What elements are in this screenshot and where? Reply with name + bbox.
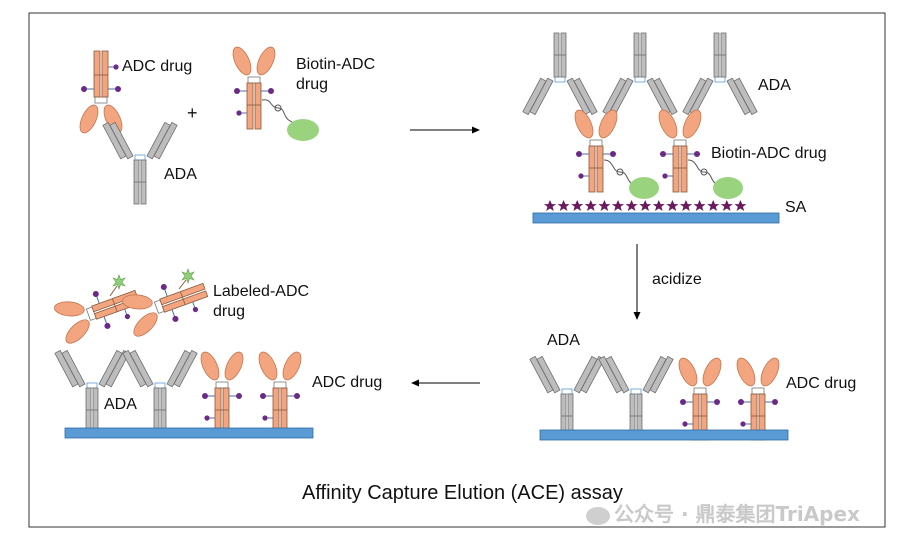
streptavidin-star bbox=[598, 200, 611, 211]
figure-caption: Affinity Capture Elution (ACE) assay bbox=[302, 482, 623, 504]
streptavidin-star bbox=[707, 200, 720, 211]
streptavidin-star bbox=[666, 200, 679, 211]
adc-drug-free bbox=[75, 50, 127, 137]
wechat-icon bbox=[586, 506, 610, 525]
label-biotin-adc-1: Biotin-ADC bbox=[296, 56, 376, 73]
label-adc-drug: ADC drug bbox=[122, 58, 193, 75]
biotin-adc-free bbox=[228, 43, 319, 141]
label-ada-bottom-right: ADA bbox=[547, 332, 580, 349]
ada-free bbox=[102, 122, 178, 205]
label-ada-bottom-left: ADA bbox=[104, 396, 137, 413]
label-labeled-adc-2: drug bbox=[213, 303, 246, 320]
streptavidin-star bbox=[693, 200, 706, 211]
streptavidin-star bbox=[612, 200, 624, 211]
figure-frame bbox=[28, 12, 886, 528]
label-biotin-adc-drug: Biotin-ADC drug bbox=[711, 145, 827, 162]
plate-top bbox=[532, 212, 780, 224]
biotin-adc-captured-group bbox=[570, 106, 743, 199]
streptavidin-star bbox=[734, 200, 747, 211]
watermark-text: 公众号 · 鼎泰集团TriApex bbox=[614, 502, 860, 526]
label-adc-drug-bottom-left: ADC drug bbox=[312, 374, 383, 391]
streptavidin-star bbox=[557, 200, 570, 211]
streptavidin-star bbox=[639, 200, 652, 211]
label-ada-top-right: ADA bbox=[758, 77, 791, 94]
arrow-step1 bbox=[410, 126, 480, 134]
label-ada-top-left: ADA bbox=[164, 166, 197, 183]
label-acidize: acidize bbox=[652, 271, 702, 288]
plate-bottom-right bbox=[539, 429, 789, 441]
label-sa: SA bbox=[785, 199, 807, 216]
streptavidin-star bbox=[544, 200, 556, 211]
ada-captured-group bbox=[522, 32, 758, 115]
bottom-left-antibodies bbox=[54, 348, 306, 435]
streptavidin-star bbox=[652, 200, 665, 211]
streptavidin-star bbox=[720, 200, 733, 211]
streptavidin-star bbox=[584, 200, 597, 211]
streptavidin-star bbox=[680, 200, 692, 211]
eluted-group bbox=[529, 354, 784, 441]
labeled-adc-group bbox=[48, 266, 215, 350]
arrow-step3 bbox=[411, 379, 480, 387]
label-adc-drug-bottom-right: ADC drug bbox=[786, 375, 857, 392]
plate-bottom-left bbox=[64, 427, 314, 439]
label-labeled-adc-1: Labeled-ADC bbox=[213, 283, 310, 300]
arrow-step2 bbox=[633, 244, 641, 320]
streptavidin-stars bbox=[544, 200, 747, 211]
label-biotin-adc-2: drug bbox=[296, 76, 329, 93]
streptavidin-star bbox=[625, 200, 638, 211]
plus-sign: + bbox=[187, 103, 198, 123]
watermark: 公众号 · 鼎泰集团TriApex bbox=[586, 498, 860, 527]
streptavidin-star bbox=[571, 200, 584, 211]
